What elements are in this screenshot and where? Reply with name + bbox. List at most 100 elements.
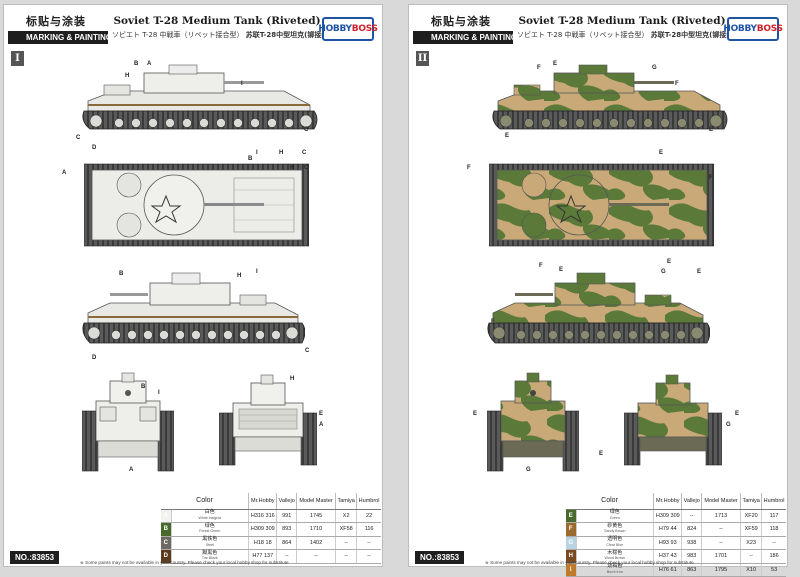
tank-side-view-right [487, 272, 710, 344]
scheme-number-tag: I [11, 51, 24, 66]
callout-label: H [290, 376, 295, 382]
model-subtitle: ソビエト T-28 中戦車（リベット接合型） 苏联T-28中型坦克(铆接型) [112, 30, 332, 40]
paint-color-table: Color Mr.Hobby Vallejo Model Master Tami… [161, 493, 381, 564]
color-name-cn: 烧褐色 [607, 563, 623, 570]
logo-part-2: BOSS [756, 24, 783, 34]
vallejo-code: 824 [681, 522, 702, 537]
table-header-row: Color Mr.Hobby Vallejo Model Master Tami… [161, 493, 381, 510]
vallejo-code: 991 [276, 509, 297, 523]
tamiya-code: -- [335, 549, 357, 564]
callout-label: B [119, 271, 124, 277]
column-header: Color [161, 493, 249, 510]
humbrol-code: -- [761, 536, 786, 550]
model-master-code: 1713 [700, 509, 741, 523]
tamiya-code: X23 [740, 536, 762, 550]
callout-label: E [697, 269, 702, 275]
callout-label: E [735, 411, 740, 417]
mr-hobby-code: H79 44 [653, 522, 682, 537]
callout-label: G [526, 467, 531, 473]
humbrol-code: 117 [761, 509, 786, 523]
mr-hobby-code: H37 43 [653, 549, 682, 564]
header-block: 标贴与涂装 MARKING & PAINTING [8, 13, 112, 44]
callout-label: E [667, 259, 672, 265]
callout-label: G [661, 269, 666, 275]
column-header: Humbrol [356, 493, 381, 510]
model-master-code: -- [295, 549, 336, 564]
humbrol-code: 116 [356, 522, 381, 537]
column-header: Tamiya [335, 493, 357, 510]
column-header: Mr.Hobby [248, 493, 277, 510]
callout-label: C [76, 135, 81, 141]
color-letter: E [566, 509, 576, 523]
callout-label: H [125, 73, 130, 79]
model-titles: Soviet T-28 Medium Tank (Riveted) ソビエト T… [112, 15, 332, 40]
tank-front-view [487, 372, 579, 472]
column-header: Mr.Hobby [653, 493, 682, 510]
callout-label: F [491, 319, 495, 325]
humbrol-code: 186 [761, 549, 786, 564]
color-name-en: Clear Blue [606, 542, 624, 547]
tank-side-view-right [82, 272, 305, 344]
callout-label: C [302, 150, 307, 156]
logo-part-2: BOSS [351, 24, 378, 34]
kit-number: NO.:83853 [415, 551, 465, 564]
color-letter: C [161, 536, 171, 550]
color-name-en: Wood Brown [604, 556, 626, 561]
tank-rear-view [219, 374, 317, 466]
tank-front-view [82, 372, 174, 472]
mr-hobby-code: H309 309 [653, 509, 682, 523]
tamiya-code: XF59 [740, 522, 762, 537]
color-name-cn: 绿色 [609, 509, 620, 516]
callout-label: F [467, 165, 471, 171]
color-name-cn: 木棕色 [607, 549, 623, 556]
humbrol-code: 118 [761, 522, 786, 537]
color-letter: F [566, 522, 576, 537]
callout-label: G [652, 65, 657, 71]
callout-label: F [709, 175, 713, 181]
humbrol-code: 53 [761, 563, 786, 577]
callout-label: F [539, 263, 543, 269]
tank-side-view-left [492, 64, 728, 130]
callout-label: D [92, 145, 97, 151]
callout-label: A [319, 422, 324, 428]
callout-label: E [505, 133, 510, 139]
subtitle-jp: ソビエト T-28 中戦車（リベット接合型） [112, 31, 244, 39]
color-name-cn: 透明色 [607, 536, 623, 543]
mr-hobby-code: H93 93 [653, 536, 682, 550]
table-header-row: Color Mr.Hobby Vallejo Model Master Tami… [566, 493, 786, 510]
color-letter: B [161, 522, 171, 537]
scheme-number-tag: II [416, 51, 429, 66]
humbrol-code: -- [356, 549, 381, 564]
subtitle-cn: 苏联T-28中型坦克(铆接型) [245, 31, 332, 39]
header-title-cn: 标贴与涂装 [431, 15, 491, 28]
tank-top-view [489, 163, 714, 247]
color-name-cn: 砂黄色 [607, 522, 623, 529]
callout-label: I [256, 150, 258, 156]
vallejo-code: 893 [276, 522, 297, 537]
callout-label: F [675, 81, 679, 87]
painting-sheet-scheme-2: 标贴与涂装 MARKING & PAINTING Soviet T-28 Med… [408, 4, 788, 577]
callout-label: E [659, 150, 664, 156]
color-letter: H [566, 549, 576, 564]
logo-part-1: HOBBY [723, 24, 757, 34]
vallejo-code: 983 [681, 549, 702, 564]
model-master-code: -- [700, 536, 741, 550]
model-master-code: 1795 [700, 563, 741, 577]
tank-top-view [84, 163, 309, 247]
callout-label: H [237, 273, 242, 279]
